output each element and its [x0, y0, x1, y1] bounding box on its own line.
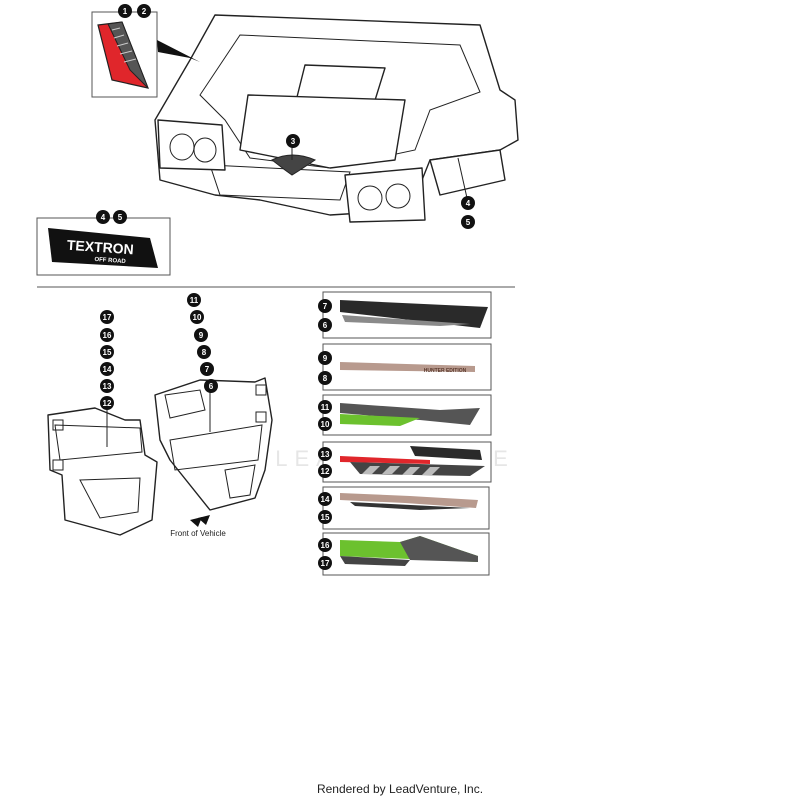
callout-4: 4	[461, 196, 475, 210]
hood-assembly	[154, 14, 519, 223]
svg-text:10: 10	[321, 420, 330, 429]
svg-text:13: 13	[321, 450, 330, 459]
svg-text:7: 7	[323, 302, 328, 311]
stripe-box-13-12	[322, 441, 492, 483]
svg-text:7: 7	[205, 365, 210, 374]
callout-3: 3	[286, 134, 300, 148]
callout-d14: 14	[100, 362, 114, 376]
svg-text:13: 13	[103, 382, 112, 391]
svg-text:10: 10	[193, 313, 202, 322]
callout-d17: 17	[100, 310, 114, 324]
svg-text:12: 12	[321, 467, 330, 476]
svg-text:9: 9	[199, 331, 204, 340]
svg-text:8: 8	[323, 374, 328, 383]
svg-text:17: 17	[103, 313, 112, 322]
svg-text:4: 4	[466, 199, 471, 208]
svg-text:8: 8	[202, 348, 207, 357]
callout-4b: 4	[96, 210, 110, 224]
stripe-box-16-17	[322, 532, 490, 576]
leader-4-5	[457, 157, 468, 199]
callout-d15: 15	[100, 345, 114, 359]
svg-text:5: 5	[466, 218, 471, 227]
svg-text:17: 17	[321, 559, 330, 568]
stripe-box-11-10	[322, 394, 492, 436]
textron-brand: TEXTRON	[66, 237, 134, 258]
callout-s16: 16	[318, 538, 332, 552]
svg-text:14: 14	[103, 365, 112, 374]
decal-box-1-2	[91, 11, 200, 98]
hunter-edition-label: HUNTER EDITION	[424, 368, 467, 374]
stripe-box-7-6	[322, 291, 492, 339]
callout-s17: 17	[318, 556, 332, 570]
svg-text:11: 11	[321, 403, 330, 412]
svg-text:6: 6	[209, 382, 214, 391]
callout-s9: 9	[318, 351, 332, 365]
textron-sub: OFF ROAD	[94, 257, 126, 265]
svg-text:1: 1	[123, 7, 128, 16]
callout-d13: 13	[100, 379, 114, 393]
callout-5: 5	[461, 215, 475, 229]
callout-s8: 8	[318, 371, 332, 385]
callout-2: 2	[137, 4, 151, 18]
svg-text:5: 5	[118, 213, 123, 222]
textron-decal-box: TEXTRON OFF ROAD	[36, 217, 171, 276]
callout-s7: 7	[318, 299, 332, 313]
callout-s11: 11	[318, 400, 332, 414]
callout-d6: 6	[204, 379, 218, 393]
svg-text:2: 2	[142, 7, 147, 16]
stripe-box-9-8: HUNTER EDITION	[322, 343, 492, 391]
callout-d10: 10	[190, 310, 204, 324]
callout-s10: 10	[318, 417, 332, 431]
svg-text:15: 15	[103, 348, 112, 357]
svg-text:11: 11	[190, 296, 199, 305]
callout-5b: 5	[113, 210, 127, 224]
svg-text:6: 6	[323, 321, 328, 330]
footer-credit: Rendered by LeadVenture, Inc.	[316, 782, 484, 796]
right-door	[154, 377, 273, 511]
stripe-box-14-15	[322, 486, 490, 530]
callout-d16: 16	[100, 328, 114, 342]
callout-s14: 14	[318, 492, 332, 506]
callout-s12: 12	[318, 464, 332, 478]
svg-text:16: 16	[321, 541, 330, 550]
callout-d12: 12	[100, 396, 114, 410]
svg-text:15: 15	[321, 513, 330, 522]
callout-d7: 7	[200, 362, 214, 376]
callout-d9: 9	[194, 328, 208, 342]
callout-d8: 8	[197, 345, 211, 359]
front-of-vehicle-label: Front of Vehicle	[170, 529, 226, 538]
callout-1: 1	[118, 4, 132, 18]
front-of-vehicle-indicator: Front of Vehicle	[170, 515, 226, 538]
callout-d11: 11	[187, 293, 201, 307]
svg-text:9: 9	[323, 354, 328, 363]
svg-text:14: 14	[321, 495, 330, 504]
svg-text:4: 4	[101, 213, 106, 222]
callout-s15: 15	[318, 510, 332, 524]
svg-text:16: 16	[103, 331, 112, 340]
left-door	[47, 407, 158, 536]
callout-s6: 6	[318, 318, 332, 332]
svg-text:12: 12	[103, 399, 112, 408]
callout-s13: 13	[318, 447, 332, 461]
svg-text:3: 3	[291, 137, 296, 146]
